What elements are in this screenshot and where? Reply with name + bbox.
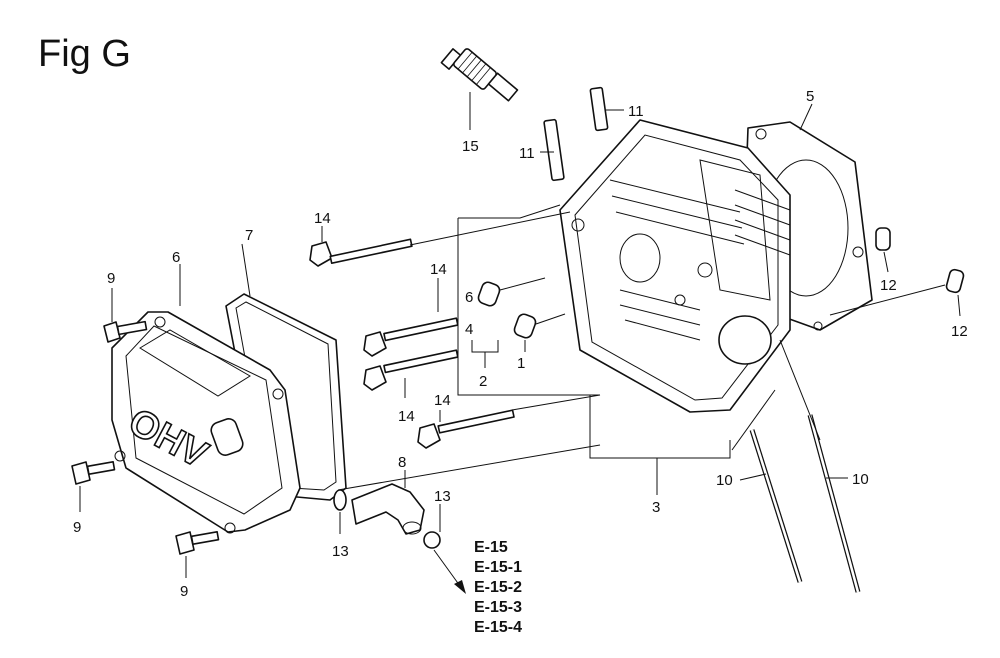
dowel-part-1 <box>513 313 566 352</box>
leader-part-3 <box>589 395 731 459</box>
callout-9-left: 9 <box>73 519 81 536</box>
callout-12-upper: 12 <box>880 277 897 294</box>
callout-14-top: 14 <box>314 210 331 227</box>
reference-arrow <box>433 549 466 594</box>
callout-12-right: 12 <box>951 323 968 340</box>
cylinder-head-part-3 <box>559 119 791 413</box>
bolt-part-14-top <box>309 211 571 267</box>
spark-plug-part-15 <box>440 48 519 130</box>
stud-part-11-lower <box>540 118 565 182</box>
callout-14-bottom: 14 <box>434 392 451 409</box>
callout-13-right: 13 <box>434 488 451 505</box>
callout-14-lower: 14 <box>398 408 415 425</box>
callout-4: 4 <box>465 321 473 338</box>
dowel-part-4 <box>477 277 546 307</box>
callout-7: 7 <box>245 227 253 244</box>
cover-bolt-part-9-top <box>103 288 148 343</box>
figure-title: Fig G <box>38 33 131 75</box>
callout-13-left: 13 <box>332 543 349 560</box>
callout-9-bottom: 9 <box>180 583 188 600</box>
clamp-part-13-left <box>333 489 347 534</box>
reference-label-e15-2: E-15-2 <box>474 579 522 596</box>
reference-label-e15-3: E-15-3 <box>474 599 522 616</box>
reference-label-e15-4: E-15-4 <box>474 619 522 636</box>
bolt-part-14-middle <box>363 278 459 357</box>
cover-bolt-part-9-bottom <box>175 531 220 578</box>
callout-6: 6 <box>172 249 180 266</box>
callout-9-top: 9 <box>107 270 115 287</box>
callout-5: 5 <box>806 88 814 105</box>
reference-label-e15: E-15 <box>474 539 508 556</box>
callout-10-left: 10 <box>716 472 733 489</box>
callout-10-right: 10 <box>852 471 869 488</box>
dowel-pin-part-12-upper <box>875 227 891 273</box>
reference-label-e15-1: E-15-1 <box>474 559 522 576</box>
callout-3: 3 <box>652 499 660 516</box>
cover-bolt-part-9-left <box>71 461 116 512</box>
head-cover-part-6: OHV <box>111 264 301 534</box>
clamp-part-13-right <box>423 504 441 549</box>
bolt-part-14-lower <box>363 349 459 398</box>
callout-15: 15 <box>462 138 479 155</box>
bolt-part-14-bottom <box>417 394 601 449</box>
push-rod-part-10-right <box>807 414 861 593</box>
callout-14-middle: 14 <box>430 261 447 278</box>
push-rod-part-10-left <box>739 429 803 583</box>
callout-11-lower: 11 <box>519 145 535 162</box>
leader-part-2 <box>471 340 499 368</box>
callout-1: 1 <box>517 355 525 372</box>
leader-part-10 <box>731 339 821 451</box>
breather-tube-part-8 <box>337 444 601 535</box>
stud-part-11-upper <box>589 86 624 132</box>
callout-11-upper: 11 <box>628 103 644 120</box>
group-bracket <box>457 204 600 396</box>
dowel-pin-part-12-right <box>829 268 965 317</box>
callout-8: 8 <box>398 454 406 471</box>
callout-2: 2 <box>479 373 487 390</box>
callout-6-small: 6 <box>465 289 473 306</box>
